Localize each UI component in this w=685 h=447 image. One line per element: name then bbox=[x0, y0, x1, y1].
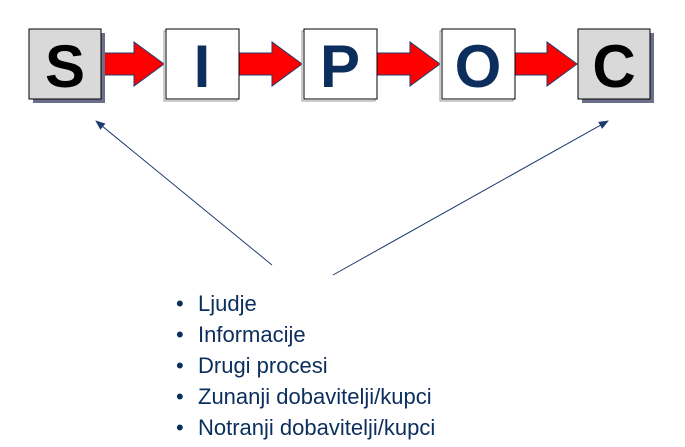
list-item: • Drugi procesi bbox=[176, 353, 328, 378]
step-letter-i: I bbox=[194, 33, 211, 100]
svg-text:Zunanji dobavitelji/kupci: Zunanji dobavitelji/kupci bbox=[198, 384, 432, 409]
list-item: • Notranji dobavitelji/kupci bbox=[176, 415, 435, 440]
bullet: • bbox=[176, 415, 184, 440]
bullet: • bbox=[176, 322, 184, 347]
step-box-p: P bbox=[301, 28, 378, 102]
list-item: • Zunanji dobavitelji/kupci bbox=[176, 384, 432, 409]
list-item: • Informacije bbox=[176, 322, 306, 347]
svg-text:Informacije: Informacije bbox=[198, 322, 306, 347]
arrow-p-to-o bbox=[375, 41, 441, 87]
step-letter-s: S bbox=[45, 33, 85, 100]
svg-text:Ljudje: Ljudje bbox=[198, 291, 257, 316]
svg-text:Drugi procesi: Drugi procesi bbox=[198, 353, 328, 378]
bullet-list: • Ljudje • Informacije • Drugi procesi •… bbox=[176, 291, 435, 440]
step-box-o: O bbox=[439, 28, 516, 102]
step-letter-c: C bbox=[592, 33, 635, 100]
bullet: • bbox=[176, 353, 184, 378]
step-box-s: S bbox=[28, 28, 105, 103]
arrow-o-to-c bbox=[513, 41, 578, 87]
arrow-s-to-i bbox=[100, 41, 165, 87]
step-letter-p: P bbox=[320, 33, 360, 100]
pointer-line-to-customers bbox=[332, 120, 609, 276]
step-letter-o: O bbox=[455, 33, 502, 100]
arrow-i-to-p bbox=[237, 41, 303, 87]
pointer-line-to-suppliers bbox=[95, 120, 273, 266]
step-box-c: C bbox=[577, 28, 654, 103]
flow-arrows bbox=[100, 41, 578, 87]
svg-text:Notranji dobavitelji/kupci: Notranji dobavitelji/kupci bbox=[198, 415, 435, 440]
list-item: • Ljudje bbox=[176, 291, 257, 316]
bullet: • bbox=[176, 291, 184, 316]
bullet: • bbox=[176, 384, 184, 409]
step-box-i: I bbox=[163, 28, 240, 102]
